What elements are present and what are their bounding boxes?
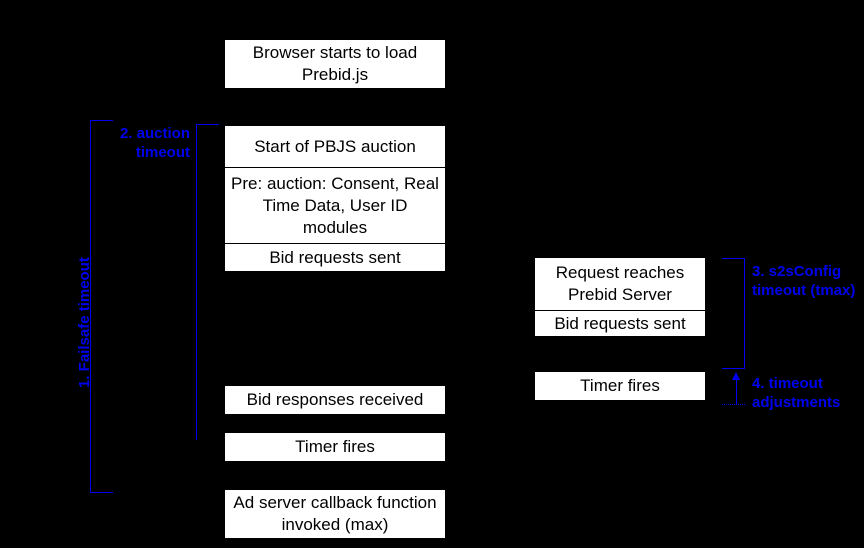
process-box-request-reaches-server: Request reaches Prebid Server [535,258,705,310]
process-box-label: Ad server callback function invoked (max… [233,493,437,534]
annotation-label-s2sconfig-timeout: 3. s2sConfig timeout (tmax) [752,263,856,299]
arrow-head-icon [732,372,740,380]
arrow-shaft [736,378,737,404]
process-box-label: Bid requests sent [554,313,686,333]
process-box-browser-load: Browser starts to load Prebid.js [225,40,445,88]
process-box-server-timer-fires: Timer fires [535,372,705,400]
process-box-label: Request reaches Prebid Server [555,263,685,304]
bracket-tick-top [722,258,745,259]
process-box-ad-server-callback: Ad server callback function invoked (max… [225,490,445,538]
process-box-label: Timer fires [580,376,660,395]
annotation-label-auction-timeout: 2. auction timeout [119,125,190,161]
process-box-bid-responses-received: Bid responses received [225,386,445,414]
bracket-tick-bottom [722,368,745,369]
process-box-bid-requests-sent: Bid requests sent [225,243,445,271]
process-box-server-bid-requests-sent: Bid requests sent [535,310,705,336]
process-box-label: Pre: auction: Consent, Real Time Data, U… [231,173,439,237]
bracket-spine [744,258,745,368]
process-box-label: Start of PBJS auction [254,136,416,156]
annotation-label-timeout-adjustments: 4. timeout adjustments [752,375,841,411]
annotation-label-failsafe-timeout: 1. Failsafe timeout [76,257,93,388]
process-box-label: Browser starts to load Prebid.js [252,43,418,84]
process-box-timer-fires: Timer fires [225,433,445,461]
bracket-spine [196,124,197,440]
process-box-label: Timer fires [295,437,375,456]
process-box-auction-start: Start of PBJS auction [225,126,445,167]
bracket-tick-bottom [90,492,113,493]
bracket-tick-top [196,124,219,125]
process-box-pre-auction: Pre: auction: Consent, Real Time Data, U… [225,167,445,243]
process-box-label: Bid requests sent [269,247,401,267]
bracket-tick-top [90,120,113,121]
process-box-label: Bid responses received [246,390,424,409]
arrow-baseline [722,404,745,405]
bracket-spine [90,120,91,492]
